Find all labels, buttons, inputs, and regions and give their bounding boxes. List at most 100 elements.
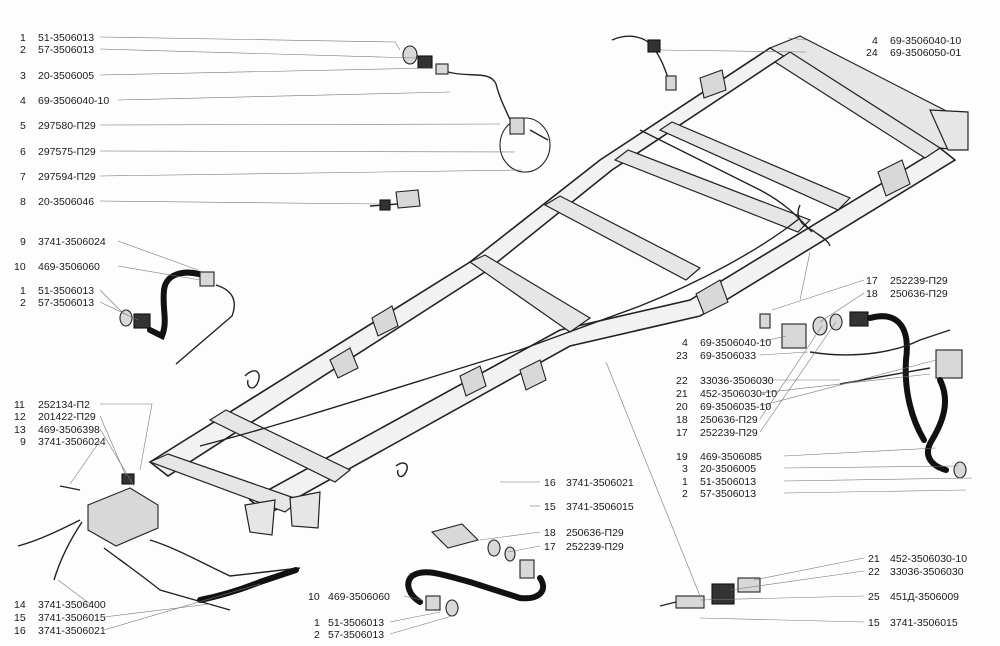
- callout-2b-code: 57-3506013: [38, 297, 94, 309]
- callout-4-num: 4: [20, 95, 26, 107]
- callout-6-code: 297575-П29: [38, 146, 96, 158]
- callout-1b-code: 51-3506013: [38, 285, 94, 297]
- frame-brake-line: [199, 129, 831, 478]
- callout-21b-num: 21: [868, 553, 880, 565]
- callout-22-num: 22: [676, 375, 688, 387]
- callout-5-num: 5: [20, 120, 26, 132]
- callout-8-code: 20-3506046: [38, 196, 94, 208]
- callout-25-code: 451Д-3506009: [890, 591, 959, 603]
- callout-18c-code: 250636-П29: [700, 414, 758, 426]
- tee-block-assembly: [17, 473, 301, 611]
- callout-2c-num: 2: [314, 629, 320, 641]
- callout-4c-num: 4: [682, 337, 688, 349]
- callout-13-code: 469-3506398: [38, 424, 100, 436]
- callout-4b-code: 69-3506040-10: [890, 35, 961, 47]
- callout-18-num: 18: [544, 527, 556, 539]
- callout-1c-code: 51-3506013: [328, 617, 384, 629]
- leader-lines: [57, 36, 973, 635]
- callout-18c-num: 18: [676, 414, 688, 426]
- right-hose-assembly: [759, 311, 967, 479]
- callout-3-code: 20-3506005: [38, 70, 94, 82]
- callout-22b-code: 33036-3506030: [890, 566, 964, 578]
- callout-9-code: 3741-3506024: [38, 236, 106, 248]
- callout-9-num: 9: [20, 236, 26, 248]
- callout-8-num: 8: [20, 196, 26, 208]
- callout-17-code: 252239-П29: [566, 541, 624, 553]
- callout-10b-code: 469-3506060: [328, 591, 390, 603]
- callout-1b-num: 1: [20, 285, 26, 297]
- callout-10-num: 10: [14, 261, 26, 273]
- left-hose-assembly: [119, 269, 235, 365]
- callout-19-num: 19: [676, 451, 688, 463]
- callout-3b-code: 20-3506005: [700, 463, 756, 475]
- labels: 1 51-3506013 2 57-3506013 3 20-3506005 4…: [14, 32, 967, 641]
- callout-3b-num: 3: [682, 463, 688, 475]
- top-center-hose-assembly: [402, 45, 551, 173]
- callout-1c-num: 1: [314, 617, 320, 629]
- callout-11-code: 252134-П2: [38, 399, 90, 411]
- callout-17b-code: 252239-П29: [890, 275, 948, 287]
- bottom-right-fittings: [659, 577, 761, 609]
- callout-16-code: 3741-3506021: [38, 625, 106, 637]
- callout-15c-code: 3741-3506015: [890, 617, 958, 629]
- callout-15b-num: 15: [544, 501, 556, 513]
- bottom-center-fittings: [430, 523, 516, 562]
- callout-18-code: 250636-П29: [566, 527, 624, 539]
- callout-4c-code: 69-3506040-10: [700, 337, 771, 349]
- callout-21-code: 452-3506030-10: [700, 388, 777, 400]
- callout-20-num: 20: [676, 401, 688, 413]
- callout-17-num: 17: [544, 541, 556, 553]
- callout-2-num: 2: [20, 44, 26, 56]
- callout-17c-num: 17: [676, 427, 688, 439]
- callout-1-num: 1: [20, 32, 26, 44]
- chassis-frame: [148, 35, 969, 536]
- callout-14-code: 3741-3506400: [38, 599, 106, 611]
- callout-25-num: 25: [868, 591, 880, 603]
- callout-15-num: 15: [14, 612, 26, 624]
- callout-3-num: 3: [20, 70, 26, 82]
- callout-23-code: 69-3506033: [700, 350, 756, 362]
- callout-18b-code: 250636-П29: [890, 288, 948, 300]
- callout-5-code: 297580-П29: [38, 120, 96, 132]
- callout-16b-num: 16: [544, 477, 556, 489]
- callout-15-code: 3741-3506015: [38, 612, 106, 624]
- callout-7-num: 7: [20, 171, 26, 183]
- callout-20-code: 69-3506035-10: [700, 401, 771, 413]
- callout-2b-num: 2: [20, 297, 26, 309]
- callout-17c-code: 252239-П29: [700, 427, 758, 439]
- callout-18b-num: 18: [866, 288, 878, 300]
- callout-14-num: 14: [14, 599, 26, 611]
- callout-24-code: 69-3506050-01: [890, 47, 961, 59]
- callout-4-code: 69-3506040-10: [38, 95, 109, 107]
- callout-2-code: 57-3506013: [38, 44, 94, 56]
- callout-10b-num: 10: [308, 591, 320, 603]
- callout-16b-code: 3741-3506021: [566, 477, 634, 489]
- callout-9b-num: 9: [20, 436, 26, 448]
- callout-6-num: 6: [20, 146, 26, 158]
- callout-1d-code: 51-3506013: [700, 476, 756, 488]
- callout-12-num: 12: [14, 411, 26, 423]
- callout-9b-code: 3741-3506024: [38, 436, 106, 448]
- callout-22-code: 33036-3506030: [700, 375, 774, 387]
- callout-16-num: 16: [14, 625, 26, 637]
- callout-22b-num: 22: [868, 566, 880, 578]
- callout-10-code: 469-3506060: [38, 261, 100, 273]
- callout-15c-num: 15: [868, 617, 880, 629]
- callout-2d-code: 57-3506013: [700, 488, 756, 500]
- callout-1d-num: 1: [682, 476, 688, 488]
- callout-2c-code: 57-3506013: [328, 629, 384, 641]
- callout-4b-num: 4: [872, 35, 878, 47]
- callout-21b-code: 452-3506030-10: [890, 553, 967, 565]
- callout-12-code: 201422-П29: [38, 411, 96, 423]
- bottom-center-hose: [405, 559, 547, 617]
- callout-11-num: 11: [14, 399, 25, 411]
- callout-19-code: 469-3506085: [700, 451, 762, 463]
- callout-23-num: 23: [676, 350, 688, 362]
- callout-13-num: 13: [14, 424, 26, 436]
- callout-7-code: 297594-П29: [38, 171, 96, 183]
- callout-2d-num: 2: [682, 488, 688, 500]
- part-8-bolt: [369, 189, 421, 211]
- callout-1-code: 51-3506013: [38, 32, 94, 44]
